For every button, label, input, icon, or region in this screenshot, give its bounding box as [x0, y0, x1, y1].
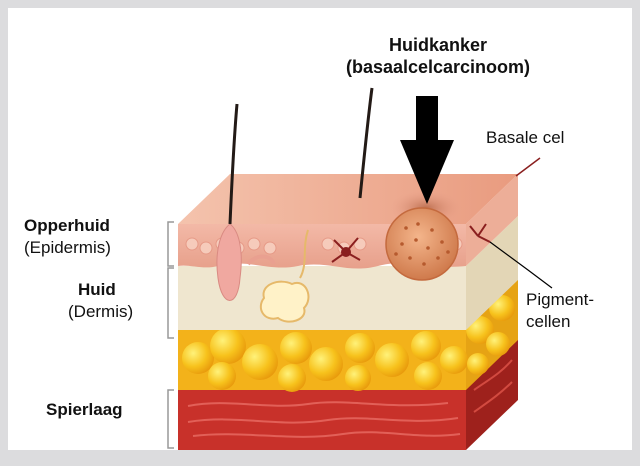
title-line-2: (basaalcelcarcinoom) [338, 56, 538, 78]
pigment-cells-label-line-1: Pigment- [526, 290, 594, 310]
epidermis-latin-label: (Epidermis) [24, 238, 111, 258]
epidermis-label: Opperhuid [24, 216, 110, 236]
muscle-layer-label: Spierlaag [46, 400, 123, 420]
dermis-bracket [168, 268, 174, 338]
skin-cross-section [8, 8, 640, 466]
diagram-frame: Huidkanker (basaalcelcarcinoom) Basale c… [8, 8, 632, 450]
basal-cell-label: Basale cel [486, 128, 564, 148]
muscle-bracket [168, 390, 174, 448]
dermis-latin-label: (Dermis) [68, 302, 133, 322]
pigment-cells-label-line-2: cellen [526, 312, 570, 332]
dermis-label: Huid [78, 280, 116, 300]
basal-cell-pointer [516, 158, 540, 176]
tumor [386, 208, 458, 280]
epidermis-bracket [168, 222, 174, 266]
title-line-1: Huidkanker [338, 34, 538, 56]
sweat-gland [261, 282, 309, 322]
diagram-title: Huidkanker (basaalcelcarcinoom) [338, 34, 538, 78]
